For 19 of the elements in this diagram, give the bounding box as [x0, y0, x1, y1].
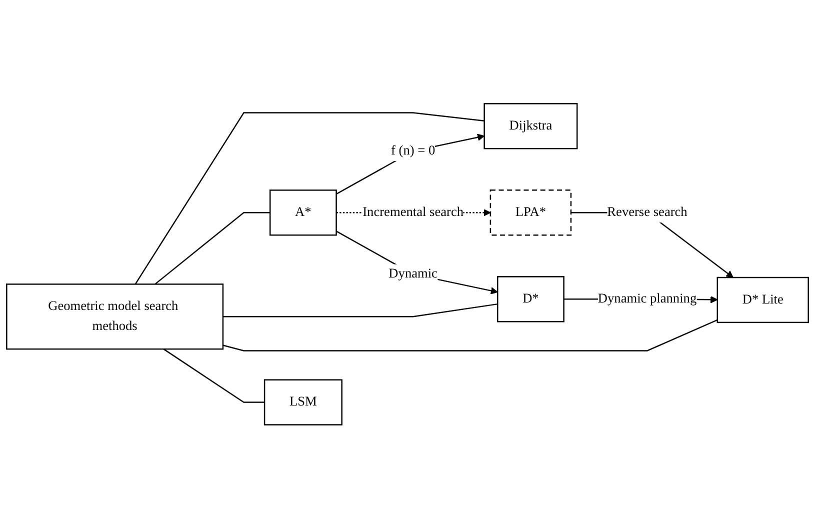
- connector: [163, 348, 265, 404]
- node-box: D*: [496, 276, 564, 323]
- connector: [134, 112, 484, 285]
- edge-label: f (n) = 0: [391, 144, 436, 158]
- node-box: D* Lite: [716, 277, 809, 324]
- node-box: A*: [269, 190, 337, 236]
- node-box: LPA*: [490, 190, 572, 236]
- arrow: [336, 134, 485, 195]
- edge-label: Dynamic planning: [598, 292, 697, 306]
- connector: [222, 320, 718, 352]
- edge-label: Incremental search: [362, 205, 464, 220]
- connector: [154, 212, 270, 285]
- node-box: LSM: [264, 380, 342, 426]
- edge-label: Dynamic: [388, 266, 438, 282]
- edge-label: Reverse search: [607, 205, 688, 220]
- node-box: Geometric model search methods: [6, 284, 224, 350]
- arrow: [336, 230, 498, 295]
- node-box: Dijkstra: [484, 103, 578, 150]
- connector: [222, 304, 498, 318]
